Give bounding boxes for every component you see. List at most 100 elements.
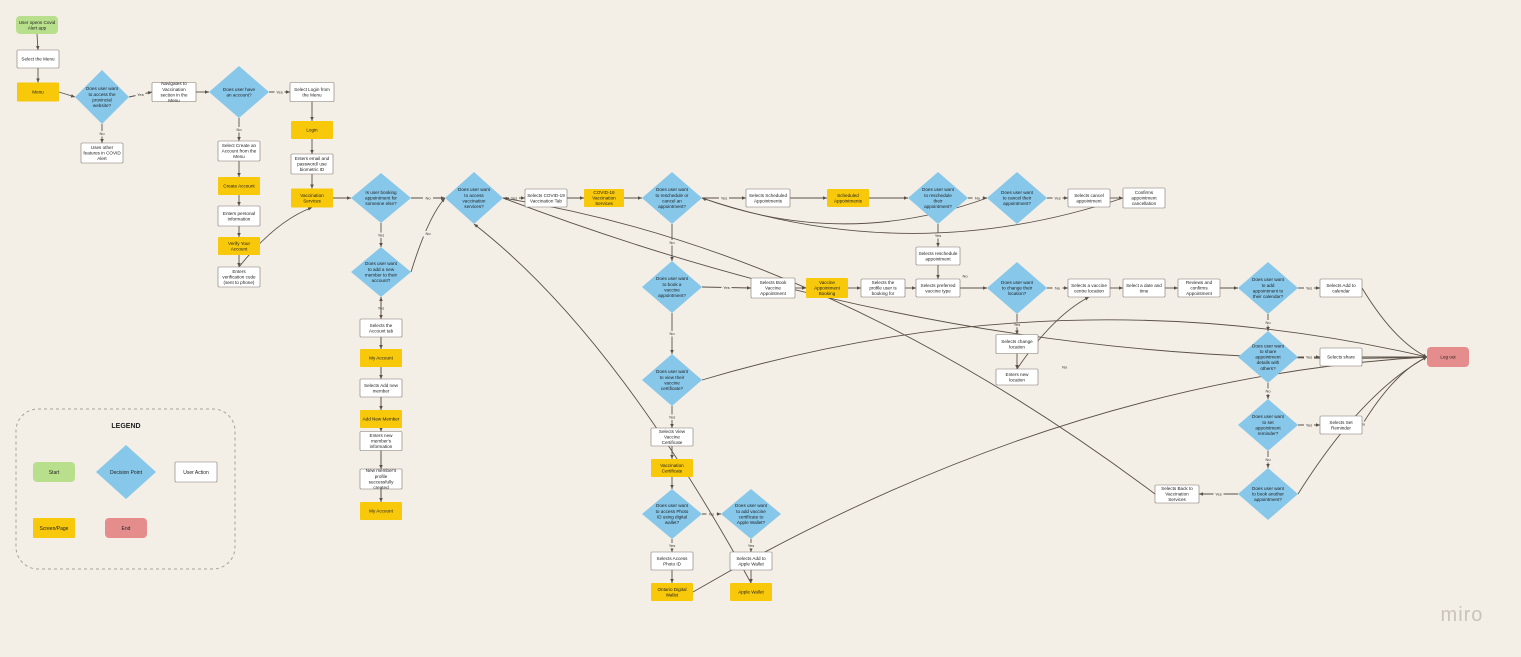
node-label: My Account bbox=[369, 356, 393, 361]
edge-label: Yes bbox=[935, 233, 942, 238]
node-shape bbox=[351, 247, 411, 297]
edge-label: Yes bbox=[1054, 196, 1061, 201]
node-shape bbox=[730, 583, 772, 601]
node-shape bbox=[1238, 399, 1298, 451]
legend-swatch-start bbox=[33, 462, 75, 482]
edge-label-bg bbox=[1213, 491, 1224, 497]
node-shape bbox=[360, 502, 402, 520]
edge-label: Yes bbox=[723, 285, 730, 290]
edge-n18-n26 bbox=[410, 197, 446, 273]
edge-label: No bbox=[669, 331, 675, 336]
node-end-n56: Log out bbox=[1427, 347, 1469, 367]
node-shape bbox=[642, 354, 702, 406]
node-shape bbox=[915, 246, 961, 266]
node-shape bbox=[218, 237, 260, 255]
edge-label: No bbox=[1360, 422, 1366, 427]
edge-label-bg bbox=[960, 273, 970, 279]
node-screen-n22: Add New Member bbox=[360, 410, 402, 428]
node-shape bbox=[359, 318, 403, 338]
legend-swatch-end bbox=[105, 518, 147, 538]
node-shape bbox=[827, 189, 869, 207]
node-shape bbox=[915, 278, 961, 298]
edge-label-bg bbox=[719, 195, 729, 201]
node-label: Select the Menu bbox=[21, 57, 55, 62]
legend-label-screen: Screen/Page bbox=[40, 526, 69, 532]
edge-label: Yes bbox=[748, 543, 755, 548]
node-screen-n65: Apple Wallet bbox=[730, 583, 772, 601]
legend-label-action: User Action bbox=[183, 470, 209, 476]
node-shape bbox=[750, 277, 796, 299]
node-shape bbox=[291, 188, 333, 208]
edge-label-bg bbox=[423, 195, 433, 201]
edge-n35-n29 bbox=[701, 197, 1124, 234]
edge-label-bg bbox=[376, 232, 386, 238]
node-shape bbox=[729, 551, 773, 571]
edge-label-bg bbox=[1304, 422, 1314, 428]
node-shape bbox=[16, 49, 60, 69]
node-shape bbox=[360, 349, 402, 367]
edge-label: Yes bbox=[1306, 423, 1313, 428]
edge-label-bg bbox=[1052, 285, 1063, 291]
node-shape bbox=[290, 153, 334, 175]
miro-logo: miro bbox=[1441, 604, 1484, 626]
edge-label-bg bbox=[721, 285, 732, 291]
edge-label: Yes bbox=[1215, 492, 1222, 497]
node-shape bbox=[1427, 347, 1469, 367]
edge-label-bg bbox=[135, 92, 146, 98]
edge-label: Yes bbox=[669, 415, 676, 420]
node-shape bbox=[359, 468, 403, 490]
legend-swatch-screen bbox=[33, 518, 75, 538]
node-shape bbox=[987, 172, 1047, 224]
edge-label-bg bbox=[1304, 285, 1314, 291]
edge-label: Yes bbox=[669, 543, 676, 548]
edge-n44-n45 bbox=[1016, 296, 1090, 370]
edge-label: No bbox=[99, 131, 105, 136]
edge-label: No bbox=[236, 127, 242, 132]
node-label: Add New Member bbox=[363, 417, 400, 422]
edge-label-bg bbox=[1059, 364, 1070, 370]
node-shape bbox=[584, 189, 624, 207]
edge-label: No bbox=[1265, 320, 1271, 325]
legend-swatch-decision bbox=[96, 445, 156, 499]
node-label: Apple Wallet bbox=[738, 590, 764, 595]
node-shape bbox=[359, 431, 403, 451]
edge-label-bg bbox=[1263, 320, 1273, 326]
node-shape bbox=[650, 427, 694, 447]
node-shape bbox=[806, 278, 848, 298]
node-shape bbox=[351, 173, 411, 223]
